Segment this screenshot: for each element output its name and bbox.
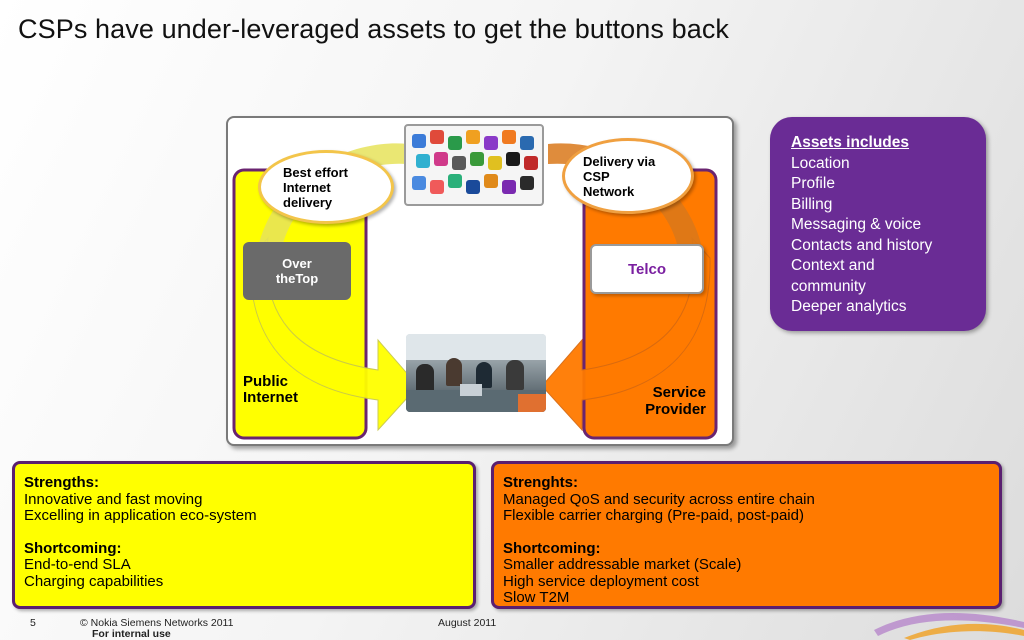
office-photo-image <box>406 334 546 412</box>
app-icon <box>502 180 516 194</box>
app-icon <box>506 152 520 166</box>
app-icon <box>412 134 426 148</box>
yellow-arrow <box>249 236 419 432</box>
strength-item: Innovative and fast moving <box>24 490 203 508</box>
app-icon <box>524 156 538 170</box>
app-icon <box>452 156 466 170</box>
slide-title: CSPs have under-leveraged assets to get … <box>18 14 730 44</box>
asset-item: Messaging & voice <box>791 216 922 233</box>
shortcoming-item: High service deployment cost <box>503 572 699 590</box>
asset-item: Contacts and history <box>791 236 933 254</box>
strengths-heading: Strenghts: <box>503 474 578 491</box>
asset-item: Location <box>791 154 850 172</box>
shortcoming-heading: Shortcoming: <box>24 539 122 557</box>
strengths-heading: Strengths: <box>24 474 99 491</box>
app-icon <box>412 176 426 190</box>
app-icon <box>484 136 498 150</box>
app-icon <box>502 130 516 144</box>
best-effort-label: Best effort Internet delivery <box>283 164 349 210</box>
asset-item: Billing <box>791 195 833 213</box>
csp-delivery-oval: Delivery via CSP Network <box>562 138 694 214</box>
app-icon <box>520 176 534 190</box>
app-icon <box>448 174 462 188</box>
shortcoming-item: Slow T2M <box>503 589 570 606</box>
app-icon <box>448 136 462 150</box>
shortcoming-item: Smaller addressable market (Scale) <box>503 556 742 573</box>
asset-item: Context and community <box>791 257 875 295</box>
assets-title: Assets includes <box>791 134 910 151</box>
csp-delivery-label: Delivery via CSP Network <box>583 153 656 199</box>
shortcoming-item: End-to-end SLA <box>24 556 131 573</box>
app-icon <box>416 154 430 168</box>
asset-item: Profile <box>791 175 835 192</box>
app-icon <box>484 174 498 188</box>
app-icon <box>520 136 534 150</box>
service-provider-label: Service Provider <box>645 384 706 418</box>
app-icon <box>430 130 444 144</box>
app-icon <box>430 180 444 194</box>
orange-arrow <box>541 236 711 432</box>
brand-swoosh-graphic <box>874 612 1024 640</box>
footer-date: August 2011 <box>438 617 497 629</box>
copyright-text: © Nokia Siemens Networks 2011 <box>80 617 234 629</box>
strength-item: Excelling in application eco-system <box>24 507 257 524</box>
strength-item: Managed QoS and security across entire c… <box>503 490 815 508</box>
app-icon <box>466 180 480 194</box>
app-icon <box>470 152 484 166</box>
shortcoming-heading: Shortcoming: <box>503 539 601 557</box>
service-provider-summary-box: Strenghts: Managed QoS and security acro… <box>491 461 1002 609</box>
apps-collage-image <box>404 124 544 206</box>
shortcoming-item: Charging capabilities <box>24 572 164 590</box>
app-icon <box>488 156 502 170</box>
csp-diagram: Best effort Internet delivery Delivery v… <box>226 116 734 446</box>
assets-box: Assets includes Location Profile Billing… <box>770 117 986 331</box>
public-internet-label: Public Internet <box>243 373 299 406</box>
app-icon <box>466 130 480 144</box>
over-the-top-summary-box: Strengths: Innovative and fast moving Ex… <box>12 461 476 609</box>
telco-box: Telco <box>590 244 704 294</box>
strength-item: Flexible carrier charging (Pre-paid, pos… <box>503 507 804 524</box>
page-number: 5 <box>30 617 36 629</box>
classification-text: For internal use <box>92 628 171 640</box>
app-icon <box>434 152 448 166</box>
best-effort-oval: Best effort Internet delivery <box>258 150 394 224</box>
over-the-top-box: Over theTop <box>243 242 351 300</box>
asset-item: Deeper analytics <box>791 298 907 315</box>
